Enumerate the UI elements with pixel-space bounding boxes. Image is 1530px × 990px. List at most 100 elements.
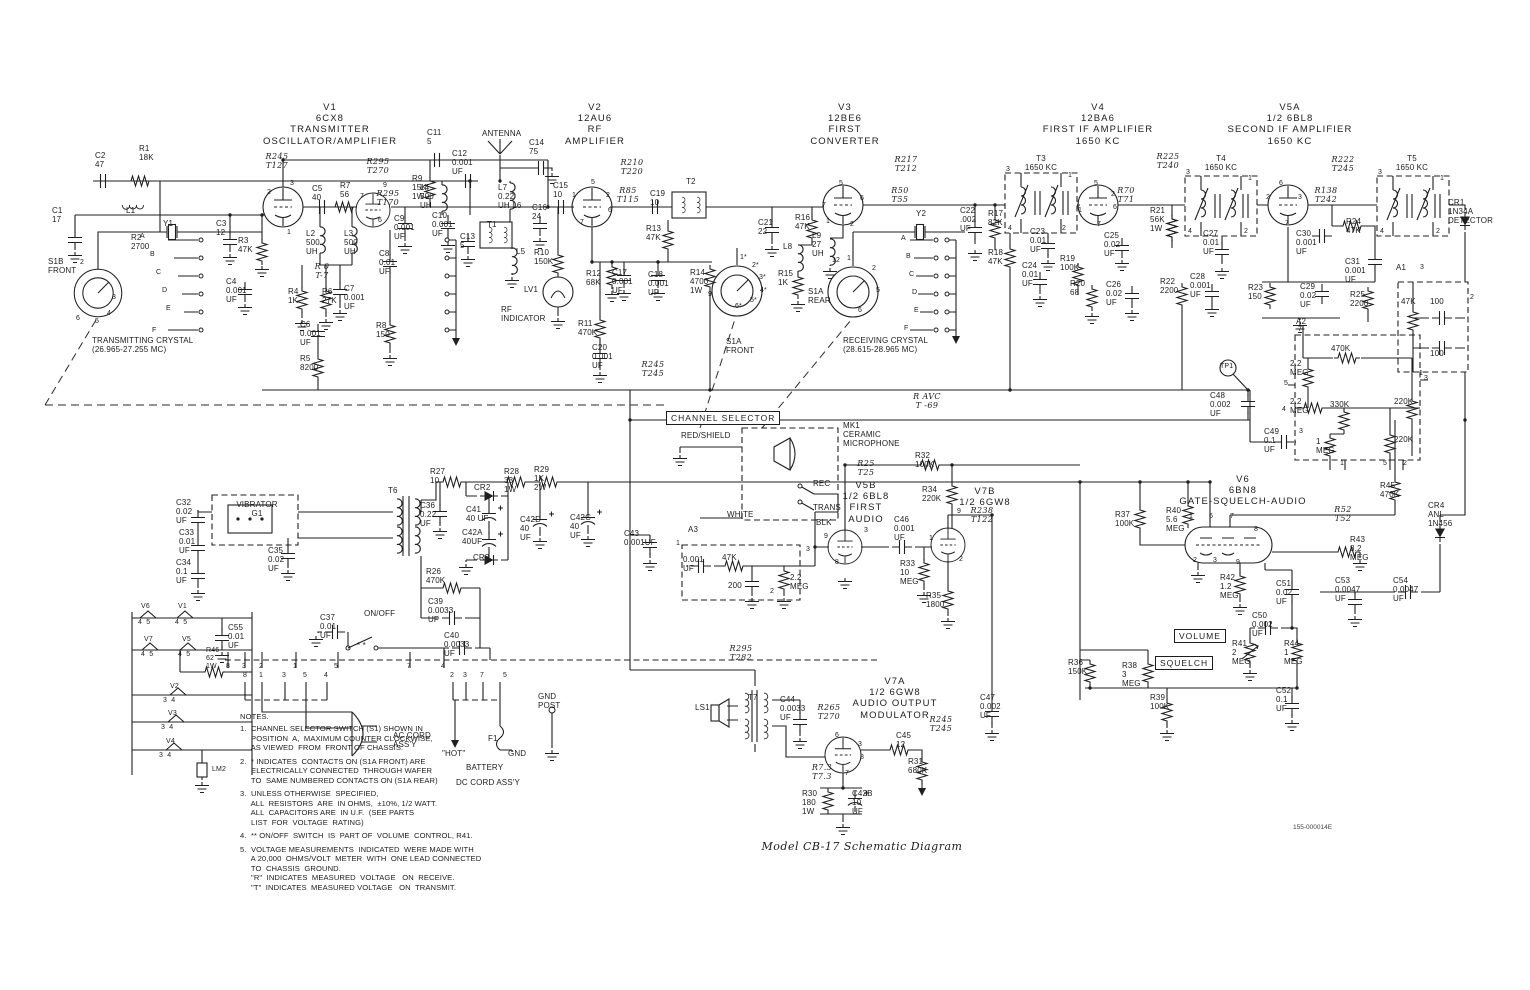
component-label: C7 0.001 UF: [344, 284, 365, 311]
component-label: 4: [1282, 406, 1287, 413]
component-label: C28 0.001 UF: [1190, 272, 1211, 299]
component-label: T1: [487, 220, 497, 229]
component-label: C29 0.02 UF: [1300, 282, 1317, 309]
component-label: R12 68K: [586, 269, 602, 287]
component-label: C12 0.001 UF: [452, 149, 473, 176]
stage-header-v7a: V7A 1/2 6GW8 AUDIO OUTPUT MODULATOR: [852, 676, 938, 721]
component-label: 9: [1236, 559, 1241, 566]
component-label: 4: [1380, 228, 1385, 235]
note-item: 3. UNLESS OTHERWISE SPECIFIED, ALL RESIS…: [240, 789, 438, 827]
component-label: TP1: [1220, 363, 1234, 370]
component-label: C25 0.02 UF: [1104, 231, 1121, 258]
component-label: R24 47K: [1346, 217, 1362, 235]
component-label: 2: [450, 672, 455, 679]
component-label: R138 T242: [1314, 186, 1338, 205]
component-label: 4 5: [141, 651, 154, 658]
component-label: A3: [688, 525, 699, 534]
component-label: R40 5.6 MEG: [1166, 506, 1185, 533]
component-label: R225 T240: [1156, 152, 1180, 171]
component-label: C54 0.0047 UF: [1393, 576, 1419, 603]
component-label: 2: [606, 192, 611, 199]
component-label: R31 680K: [908, 757, 928, 775]
component-label: R245 T245: [929, 715, 953, 734]
component-label: 2.2 MEG: [1290, 397, 1309, 415]
component-label: 1: [929, 535, 934, 542]
component-label: GND POST: [538, 692, 561, 710]
component-label: C11 5: [427, 128, 442, 146]
component-label: 3: [1213, 557, 1218, 564]
component-label: R30 180 1W: [802, 789, 818, 816]
component-label: R210 T220: [620, 158, 644, 177]
component-label: 5: [95, 318, 100, 325]
component-label: 1: [676, 540, 681, 547]
component-label: 1: [572, 192, 577, 199]
component-label: R11 470K: [578, 319, 598, 337]
component-label: 4: [324, 672, 329, 679]
component-label: R45 470K: [1380, 481, 1400, 499]
component-label: 2: [872, 265, 877, 272]
component-label: T3 1650 KC: [1024, 154, 1058, 172]
component-label: 4: [441, 663, 446, 670]
component-label: 3: [1006, 166, 1011, 173]
component-label: Y1: [163, 219, 174, 228]
stage-header-v5a: V5A 1/2 6BL8 SECOND IF AMPLIFIER 1650 KC: [1227, 102, 1353, 147]
transformer-t7: [744, 690, 769, 742]
component-label: 3: [1420, 264, 1425, 271]
component-label: AC CORD ASS'Y: [393, 731, 431, 749]
component-label: CR4 ANL 1N456: [1428, 501, 1453, 528]
note-item: 4. ** ON/OFF SWITCH IS PART OF VOLUME CO…: [240, 831, 473, 841]
component-label: R41 2 MEG: [1232, 639, 1251, 666]
component-label: R42 1.2 MEG: [1220, 573, 1239, 600]
component-label: 2: [1244, 228, 1249, 235]
component-label: 3: [290, 180, 295, 187]
component-label: R217 T212: [894, 155, 918, 174]
component-label: C37 0.01 UF: [320, 613, 337, 640]
component-label: 2: [1403, 460, 1408, 467]
component-label: C32 0.02 UF: [176, 498, 193, 525]
component-label: C42C 40 UF: [570, 513, 592, 540]
component-label: R265 T270: [817, 703, 841, 722]
component-label: C42D 40 UF: [520, 515, 542, 542]
component-label: R52 T52: [1334, 505, 1352, 524]
component-label: 4: [1008, 225, 1013, 232]
component-label: C44 0.0033 UF: [780, 695, 806, 722]
component-label: V7: [144, 636, 153, 643]
component-label: L1: [126, 206, 136, 215]
component-label: 1: [259, 672, 264, 679]
component-label: 3: [1186, 169, 1191, 176]
assembly-a3-box: [681, 544, 801, 601]
component-label: 220K: [1394, 397, 1414, 406]
component-label: 2: [959, 556, 964, 563]
component-label: C34 0.1 UF: [176, 558, 192, 585]
component-label: R29 1K 2W: [534, 465, 550, 492]
component-label: REC: [813, 479, 831, 488]
component-label: C9 0.001 UF: [394, 214, 415, 241]
component-label: 9: [383, 182, 388, 189]
component-label: C3 12: [216, 219, 227, 237]
component-label: 5: [591, 179, 596, 186]
component-label: 330K: [1330, 400, 1350, 409]
component-label: RF INDICATOR: [501, 305, 546, 323]
component-label: T6: [388, 486, 398, 495]
component-label: 6: [76, 315, 81, 322]
component-label: 100: [1430, 297, 1444, 306]
component-label: R245 T127: [265, 152, 289, 171]
component-label: 1: [1419, 370, 1424, 377]
component-label: 7: [845, 770, 850, 777]
channel-selector-callout: CHANNEL SELECTOR: [666, 411, 781, 425]
component-label: 4*: [760, 287, 767, 294]
component-label: 0.001 UF: [683, 555, 704, 573]
junction-dots: [228, 158, 1467, 790]
component-label: 2.2 MEG: [1290, 359, 1309, 377]
component-label: C30 0.001 UF: [1296, 229, 1317, 256]
component-label: R2 2700: [131, 233, 150, 251]
component-label: R9 15K 1W: [412, 174, 427, 201]
contact-points: [198, 237, 950, 651]
component-label: 1: [847, 255, 852, 262]
component-label: C1 17: [52, 206, 63, 224]
component-label: 6: [608, 207, 613, 214]
component-label: 3: [1299, 428, 1304, 435]
component-label: 7: [407, 663, 412, 670]
component-label: R10 150K: [534, 248, 554, 266]
